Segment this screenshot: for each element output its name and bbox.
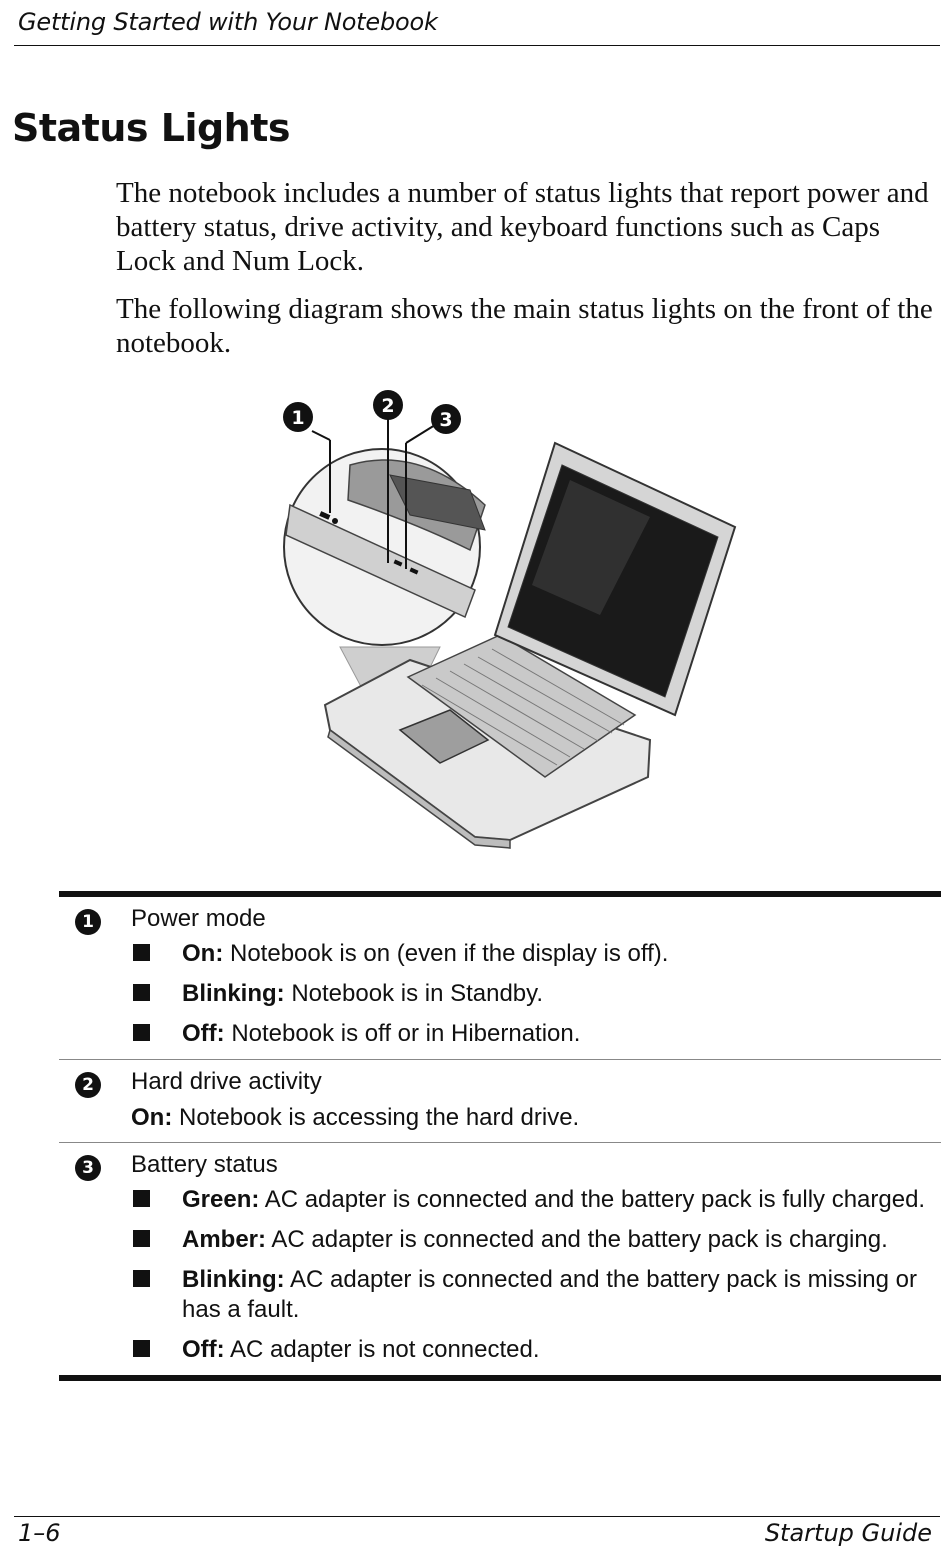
list-item: Blinking: Notebook is in Standby. bbox=[131, 979, 941, 1009]
callout-number-2: 2 bbox=[75, 1072, 101, 1098]
callout-badge-1: 1 bbox=[283, 402, 313, 432]
page-number: 1–6 bbox=[18, 1519, 61, 1547]
list-item: On: Notebook is on (even if the display … bbox=[131, 939, 941, 969]
bullet-square-icon bbox=[133, 1190, 150, 1207]
section-title: Status Lights bbox=[12, 106, 291, 150]
callout-number-1: 1 bbox=[75, 909, 101, 935]
callout-number-3: 3 bbox=[75, 1155, 101, 1181]
list-item: Off: AC adapter is not connected. bbox=[131, 1335, 941, 1365]
bullet-square-icon bbox=[133, 1230, 150, 1247]
list-item: Blinking: AC adapter is connected and th… bbox=[131, 1265, 941, 1325]
diagram-paragraph: The following diagram shows the main sta… bbox=[116, 293, 933, 359]
table-row-hard-drive: 2 Hard drive activity On: Notebook is ac… bbox=[59, 1060, 941, 1142]
table-top-rule bbox=[59, 891, 941, 897]
battery-light bbox=[409, 567, 419, 575]
list-item: Amber: AC adapter is connected and the b… bbox=[131, 1225, 941, 1255]
footer-rule bbox=[14, 1516, 940, 1517]
drive-light bbox=[393, 559, 403, 567]
power-light bbox=[319, 511, 331, 520]
battery-status-list: Green: AC adapter is connected and the b… bbox=[131, 1185, 941, 1365]
list-item: Green: AC adapter is connected and the b… bbox=[131, 1185, 941, 1215]
header-rule bbox=[14, 45, 940, 46]
row-body: On: Notebook is accessing the hard drive… bbox=[131, 1104, 580, 1131]
bullet-square-icon bbox=[133, 984, 150, 1001]
notebook-illustration: 1 2 3 bbox=[283, 390, 737, 849]
row-title: Power mode bbox=[131, 905, 266, 932]
table-row-power-mode: 1 Power mode On: Notebook is on (even if… bbox=[59, 897, 941, 1059]
touchpad bbox=[398, 709, 490, 764]
notebook-diagram: 1 2 3 bbox=[270, 385, 750, 855]
keyboard bbox=[406, 634, 637, 778]
table-divider bbox=[59, 1142, 941, 1143]
callout-badge-3: 3 bbox=[431, 404, 461, 434]
table-row-battery-status: 3 Battery status Green: AC adapter is co… bbox=[59, 1143, 941, 1375]
bullet-square-icon bbox=[133, 1024, 150, 1041]
bullet-square-icon bbox=[133, 944, 150, 961]
callout-label-1: 1 bbox=[291, 407, 304, 429]
row-title: Hard drive activity bbox=[131, 1068, 322, 1095]
list-item: Off: Notebook is off or in Hibernation. bbox=[131, 1019, 941, 1049]
running-header: Getting Started with Your Notebook bbox=[18, 8, 438, 36]
guide-title: Startup Guide bbox=[764, 1519, 932, 1547]
intro-paragraph: The notebook includes a number of status… bbox=[116, 177, 929, 277]
row-title: Battery status bbox=[131, 1151, 278, 1178]
power-mode-list: On: Notebook is on (even if the display … bbox=[131, 939, 941, 1049]
status-lights-table: 1 Power mode On: Notebook is on (even if… bbox=[59, 891, 941, 1381]
callout-label-2: 2 bbox=[381, 395, 394, 417]
table-bottom-rule bbox=[59, 1375, 941, 1381]
table-divider bbox=[59, 1059, 941, 1060]
bullet-square-icon bbox=[133, 1340, 150, 1357]
callout-label-3: 3 bbox=[439, 409, 452, 431]
callout-badge-2: 2 bbox=[373, 390, 403, 420]
bullet-square-icon bbox=[133, 1270, 150, 1287]
